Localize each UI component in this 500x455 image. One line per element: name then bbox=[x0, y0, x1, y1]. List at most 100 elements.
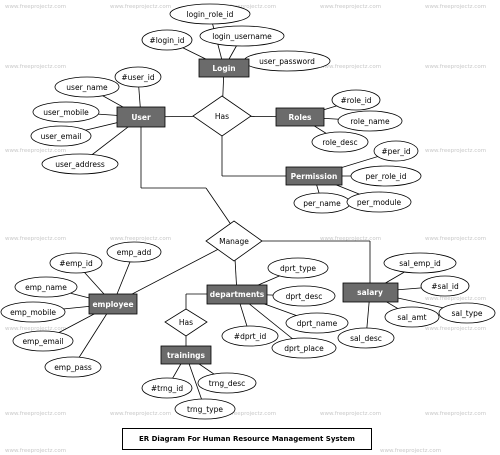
watermark: www.freeprojectz.com bbox=[320, 411, 381, 417]
attribute-label: #per_id bbox=[381, 147, 411, 156]
watermark: www.freeprojectz.com bbox=[425, 236, 486, 242]
entity-label: employee bbox=[92, 300, 133, 309]
watermark: www.freeprojectz.com bbox=[320, 64, 381, 70]
attribute-label: user_address bbox=[55, 160, 105, 169]
attribute-label: role_name bbox=[350, 117, 390, 126]
watermark-layer: www.freeprojectz.com www.freeprojectz.co… bbox=[5, 4, 486, 454]
watermark: www.freeprojectz.com bbox=[5, 448, 66, 454]
attribute-sal-amt: sal_amt bbox=[384, 306, 440, 328]
attribute-label: dprt_place bbox=[284, 344, 324, 353]
watermark: www.freeprojectz.com bbox=[425, 296, 486, 302]
attribute-role-id: #role_id bbox=[331, 89, 381, 111]
attribute-label: user_mobile bbox=[43, 108, 89, 117]
attribute-label: #login_id bbox=[149, 36, 184, 45]
attribute-per-id: #per_id bbox=[373, 140, 419, 162]
attribute-label: user_password bbox=[259, 57, 315, 66]
attribute-user-id: #user_id bbox=[114, 66, 162, 88]
attribute-emp-name: emp_name bbox=[14, 276, 78, 298]
attribute-label: per_name bbox=[303, 199, 341, 208]
watermark: www.freeprojectz.com bbox=[215, 411, 276, 417]
entity-label: Login bbox=[212, 64, 235, 73]
watermark: www.freeprojectz.com bbox=[380, 448, 441, 454]
attribute-label: #trng_id bbox=[151, 384, 184, 393]
entity-trainings: trainings bbox=[160, 345, 212, 365]
attribute-label: #dprt_id bbox=[234, 332, 267, 341]
attribute-label: trng_type bbox=[187, 405, 223, 414]
attribute-user-address: user_address bbox=[41, 153, 119, 175]
watermark: www.freeprojectz.com bbox=[215, 4, 276, 10]
attribute-dprt-type: dprt_type bbox=[267, 257, 329, 279]
attribute-role-desc: role_desc bbox=[311, 131, 369, 153]
attribute-label: sal_desc bbox=[350, 334, 382, 343]
attribute-per-module: per_module bbox=[346, 191, 412, 213]
attribute-emp-add: emp_add bbox=[106, 241, 162, 263]
attribute-login-id: #login_id bbox=[141, 29, 193, 51]
attribute-dprt-place: dprt_place bbox=[271, 337, 337, 359]
entity-departments: departments bbox=[206, 284, 268, 305]
attribute-sal-desc: sal_desc bbox=[337, 327, 395, 349]
watermark: www.freeprojectz.com bbox=[5, 64, 66, 70]
entity-label: Roles bbox=[288, 113, 312, 122]
attribute-label: emp_mobile bbox=[10, 308, 56, 317]
attribute-label: trng_desc bbox=[209, 379, 246, 388]
attribute-label: #role_id bbox=[340, 96, 371, 105]
watermark: www.freeprojectz.com bbox=[110, 4, 171, 10]
attribute-label: per_module bbox=[357, 198, 402, 207]
attribute-per-name: per_name bbox=[293, 192, 351, 214]
attribute-label: sal_type bbox=[451, 309, 482, 318]
attribute-user-password: user_password bbox=[243, 50, 331, 72]
attribute-label: #user_id bbox=[121, 73, 154, 82]
watermark: www.freeprojectz.com bbox=[5, 236, 66, 242]
attribute-emp-pass: emp_pass bbox=[44, 356, 102, 378]
attribute-label: dprt_type bbox=[280, 264, 316, 273]
attribute-emp-id: #emp_id bbox=[49, 252, 103, 274]
watermark: www.freeprojectz.com bbox=[320, 4, 381, 10]
watermark: www.freeprojectz.com bbox=[425, 64, 486, 70]
relationship-has-top: Has bbox=[192, 95, 252, 137]
watermark: www.freeprojectz.com bbox=[425, 411, 486, 417]
watermark: www.freeprojectz.com bbox=[425, 326, 486, 332]
entity-label: salary bbox=[357, 288, 383, 297]
attribute-login-username: login_username bbox=[199, 25, 285, 47]
attribute-label: user_name bbox=[66, 83, 108, 92]
attribute-login-role-id: login_role_id bbox=[169, 3, 251, 25]
watermark: www.freeprojectz.com bbox=[5, 4, 66, 10]
watermark: www.freeprojectz.com bbox=[110, 411, 171, 417]
relationship-has-bottom: Has bbox=[164, 308, 208, 337]
entity-label: User bbox=[131, 113, 151, 122]
attribute-role-name: role_name bbox=[337, 110, 403, 132]
attribute-sal-emp-id: sal_emp_id bbox=[383, 252, 457, 274]
attribute-trng-desc: trng_desc bbox=[197, 372, 257, 394]
watermark: www.freeprojectz.com bbox=[5, 148, 66, 154]
attribute-dprt-id: #dprt_id bbox=[221, 325, 279, 347]
relationship-label: Has bbox=[215, 112, 229, 121]
watermark: www.freeprojectz.com bbox=[5, 411, 66, 417]
entity-salary: salary bbox=[342, 282, 399, 303]
relationship-label: Has bbox=[179, 318, 193, 327]
attribute-label: emp_add bbox=[117, 248, 152, 257]
watermark: www.freeprojectz.com bbox=[425, 148, 486, 154]
entity-user: User bbox=[116, 106, 166, 128]
attribute-label: #emp_id bbox=[59, 259, 93, 268]
entity-permission: Permission bbox=[285, 166, 343, 186]
attribute-dprt-name: dprt_name bbox=[285, 312, 349, 334]
attribute-user-email: user_email bbox=[30, 125, 92, 147]
attribute-label: emp_name bbox=[25, 283, 67, 292]
attribute-label: #sal_id bbox=[431, 282, 459, 291]
attribute-layer: login_role_id #login_id login_username u… bbox=[0, 3, 496, 420]
attribute-label: dprt_desc bbox=[286, 292, 323, 301]
attribute-per-role-id: per_role_id bbox=[350, 165, 422, 187]
watermark: www.freeprojectz.com bbox=[320, 236, 381, 242]
attribute-label: login_username bbox=[212, 32, 272, 41]
attribute-sal-id: #sal_id bbox=[420, 275, 470, 297]
attribute-trng-type: trng_type bbox=[174, 398, 236, 420]
attribute-label: dprt_name bbox=[297, 319, 338, 328]
watermark: www.freeprojectz.com bbox=[110, 236, 171, 242]
watermark: www.freeprojectz.com bbox=[425, 4, 486, 10]
attribute-label: per_role_id bbox=[365, 172, 406, 181]
attribute-trng-id: #trng_id bbox=[141, 377, 193, 399]
attribute-label: user_email bbox=[41, 132, 82, 141]
relationship-manage: Manage bbox=[205, 220, 263, 262]
attribute-label: sal_amt bbox=[397, 313, 426, 322]
